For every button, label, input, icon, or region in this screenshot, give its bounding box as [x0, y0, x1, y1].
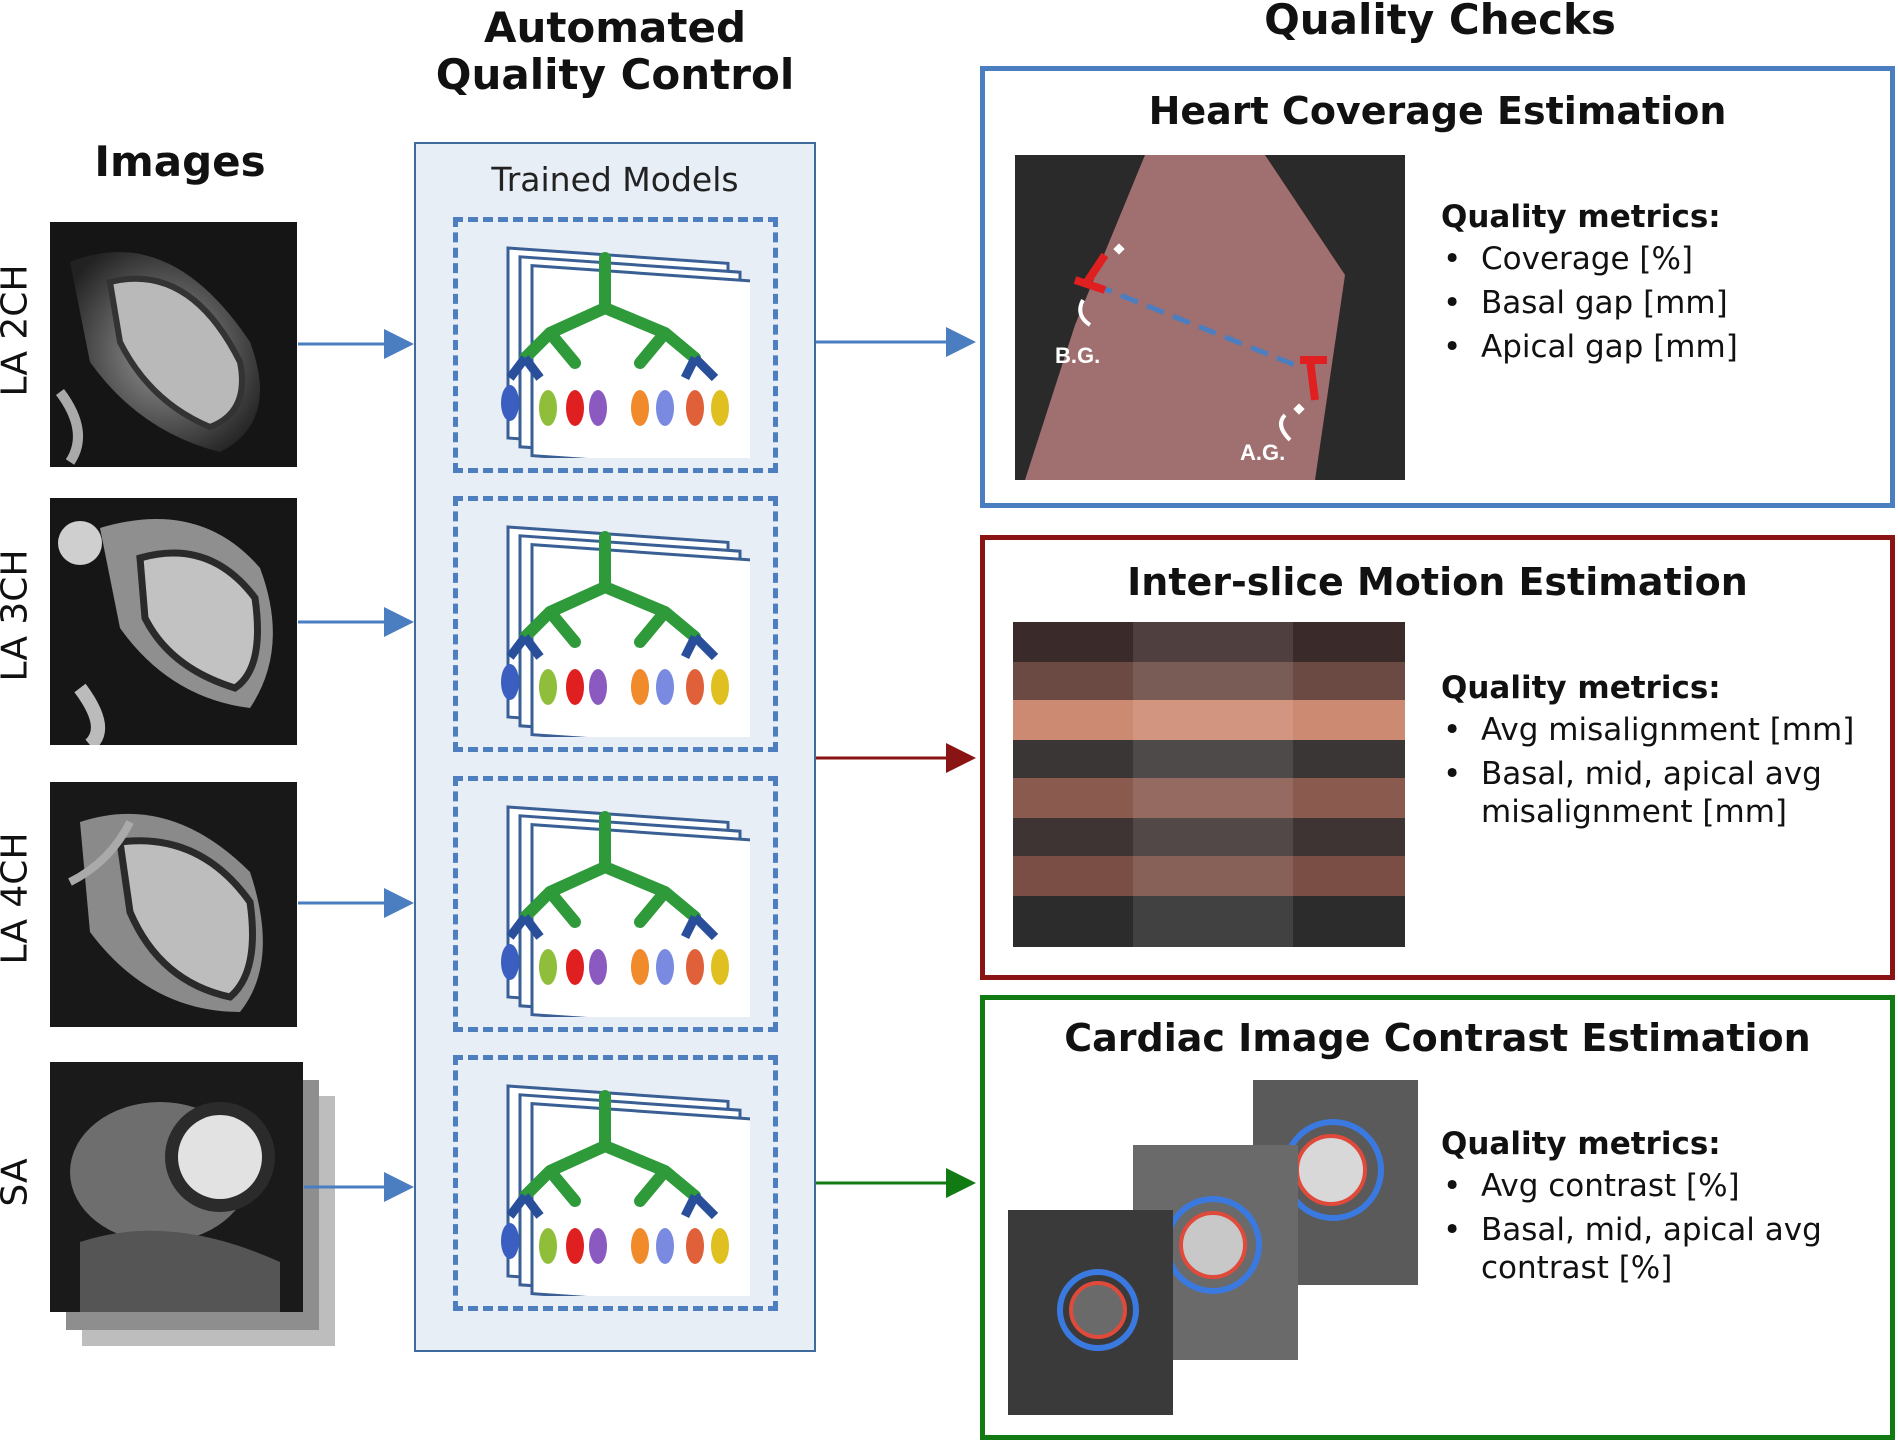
- contrast-title: Cardiac Image Contrast Estimation: [1064, 1016, 1811, 1060]
- model-box-la4ch: [453, 776, 778, 1032]
- images-heading: Images: [94, 137, 266, 186]
- contrast-slices-image: [1008, 1080, 1418, 1415]
- contrast-metrics: Quality metrics: Avg contrast [%] Basal,…: [1441, 1126, 1881, 1293]
- model-box-la2ch: [453, 217, 778, 473]
- heart-coverage-title: Heart Coverage Estimation: [1148, 89, 1727, 133]
- heart-coverage-check-box: Heart Coverage Estimation B.G. A.G. Qual…: [980, 66, 1895, 508]
- metric-item: Avg misalignment [mm]: [1441, 712, 1881, 750]
- la4ch-mri-image: [50, 782, 297, 1027]
- heart-coverage-image: B.G. A.G.: [1015, 155, 1405, 480]
- motion-image: [1013, 622, 1405, 947]
- metrics-title: Quality metrics:: [1441, 199, 1721, 235]
- metric-item: Basal, mid, apical avg contrast [%]: [1441, 1212, 1881, 1288]
- apical-gap-label: A.G.: [1240, 440, 1285, 465]
- metrics-title: Quality metrics:: [1441, 670, 1721, 706]
- metric-item: Coverage [%]: [1441, 241, 1881, 279]
- metric-item: Avg contrast [%]: [1441, 1168, 1881, 1206]
- metric-item: Apical gap [mm]: [1441, 329, 1881, 367]
- metric-item: Basal gap [mm]: [1441, 285, 1881, 323]
- la3ch-mri-image: [50, 498, 297, 745]
- sa-mri-image: [50, 1062, 303, 1312]
- la2ch-mri-image: [50, 222, 297, 467]
- model-box-sa: [453, 1055, 778, 1311]
- metric-item: Basal, mid, apical avg misalignment [mm]: [1441, 756, 1881, 832]
- trained-models-label: Trained Models: [491, 160, 739, 199]
- quality-checks-heading: Quality Checks: [1264, 0, 1616, 44]
- metrics-title: Quality metrics:: [1441, 1126, 1721, 1162]
- contrast-check-box: Cardiac Image Contrast Estimation Qualit…: [980, 995, 1895, 1440]
- inter-slice-motion-check-box: Inter-slice Motion Estimation Quality me…: [980, 535, 1895, 980]
- network-model-icon: [501, 246, 750, 458]
- heart-coverage-metrics: Quality metrics: Coverage [%] Basal gap …: [1441, 199, 1881, 372]
- inter-slice-motion-title: Inter-slice Motion Estimation: [1127, 560, 1748, 604]
- model-box-la3ch: [453, 496, 778, 752]
- automated-qc-heading: Automated Quality Control: [435, 3, 795, 100]
- motion-metrics: Quality metrics: Avg misalignment [mm] B…: [1441, 670, 1881, 837]
- basal-gap-label: B.G.: [1055, 343, 1100, 368]
